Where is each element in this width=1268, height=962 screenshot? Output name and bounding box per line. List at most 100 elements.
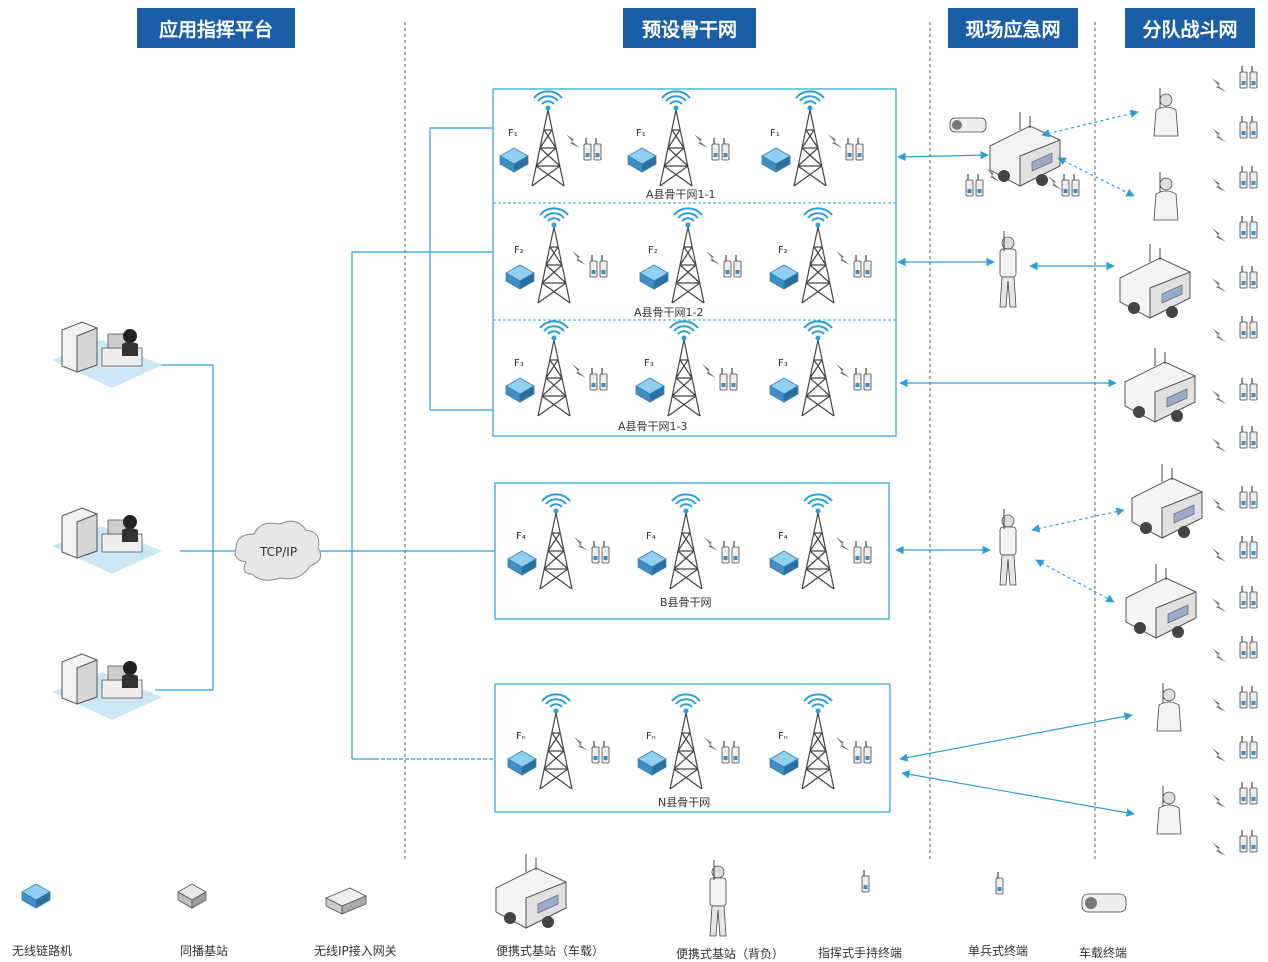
frequency-label: F₄: [646, 531, 656, 542]
squad-van-3: [1131, 463, 1203, 539]
wireless-link-device: [627, 147, 657, 173]
signal-bolt-icon: [694, 134, 708, 148]
squad-person-2: [1153, 171, 1179, 221]
base-station-tower: [801, 493, 835, 590]
wireless-link-device: [637, 750, 667, 776]
legend-icon-ip-gateway: [325, 887, 367, 915]
wireless-link-device: [505, 377, 535, 403]
squad-radio-pair: [1240, 426, 1257, 448]
base-station-tower: [659, 90, 693, 187]
squad-radio-pair: [1240, 830, 1257, 852]
box-n-county: [494, 683, 891, 813]
legend-portable-vehicle: 便携式基站（车载）: [496, 944, 605, 958]
handheld-radio-pair: [722, 741, 739, 763]
legend-icon-wireless-link: [21, 883, 51, 909]
squad-radio-pair: [1240, 536, 1257, 558]
squad-person-4: [1156, 785, 1182, 835]
signal-bolt-icon: [836, 251, 850, 265]
header-platform: 应用指挥平台: [137, 8, 295, 48]
squad-bolt-icon: [1212, 698, 1226, 712]
frequency-label: F₄: [778, 531, 788, 542]
squad-bolt-icon: [1212, 278, 1226, 292]
workstation-2: [51, 507, 163, 575]
signal-bolt-icon: [574, 737, 588, 751]
wireless-link-device: [635, 377, 665, 403]
wireless-link-device: [769, 750, 799, 776]
handheld-radio-pair: [854, 541, 871, 563]
wireless-link-device: [499, 147, 529, 173]
squad-radio-pair: [1240, 116, 1257, 138]
handheld-radio-pair: [592, 741, 609, 763]
signal-bolt-icon: [836, 364, 850, 378]
signal-bolt-icon: [574, 537, 588, 551]
handheld-radio-pair: [584, 138, 601, 160]
wireless-link-device: [769, 377, 799, 403]
squad-bolt-icon: [1212, 390, 1226, 404]
wireless-link-device: [639, 264, 669, 290]
legend-ip-gateway: 无线IP接入网关: [314, 944, 397, 958]
frequency-label: F₁: [770, 128, 780, 139]
squad-radio-pair: [1240, 736, 1257, 758]
squad-person-1: [1153, 87, 1179, 137]
signal-bolt-icon: [836, 537, 850, 551]
legend-portable-backpack: 便携式基站（背负）: [676, 947, 785, 961]
frequency-label: F₄: [516, 531, 526, 542]
wireless-link-device: [505, 264, 535, 290]
legend-icon-portable-vehicle: [495, 853, 567, 929]
wireless-link-device: [761, 147, 791, 173]
frequency-label: F₃: [644, 358, 654, 369]
legend-icon-portable-backpack: [709, 859, 727, 937]
handheld-radio-pair: [712, 138, 729, 160]
handheld-radio-pair: [722, 541, 739, 563]
squad-bolt-icon: [1212, 598, 1226, 612]
signal-bolt-icon: [828, 134, 842, 148]
onsite-van: [989, 111, 1061, 187]
squad-bolt-icon: [1212, 498, 1226, 512]
base-station-tower: [537, 207, 571, 304]
base-station-tower: [669, 493, 703, 590]
squad-bolt-icon: [1212, 128, 1226, 142]
net-label-n: N县骨干网: [658, 796, 711, 809]
frequency-label: F₃: [778, 358, 788, 369]
base-station-tower: [801, 320, 835, 417]
base-station-tower: [793, 90, 827, 187]
base-station-tower: [801, 693, 835, 790]
base-station-tower: [537, 320, 571, 417]
squad-radio-pair: [1240, 686, 1257, 708]
squad-radio-pair: [1240, 636, 1257, 658]
signal-bolt-icon: [836, 737, 850, 751]
squad-radio-pair: [1240, 782, 1257, 804]
wireless-link-device: [507, 750, 537, 776]
wireless-link-device: [637, 550, 667, 576]
onsite-radio-pair-1: [966, 174, 983, 196]
handheld-radio-pair: [854, 368, 871, 390]
handheld-radio-pair: [854, 255, 871, 277]
handheld-radio-pair: [590, 255, 607, 277]
legend-wireless-link: 无线链路机: [12, 944, 73, 958]
tcpip-cloud: [234, 520, 322, 581]
onsite-radio-pair-2: [1062, 174, 1079, 196]
squad-bolt-icon: [1212, 178, 1226, 192]
wireless-link-device: [507, 550, 537, 576]
box-a-county: [492, 88, 897, 437]
squad-van-2: [1124, 347, 1196, 423]
handheld-radio-pair: [592, 541, 609, 563]
squad-van-4: [1125, 563, 1197, 639]
squad-bolt-icon: [1212, 228, 1226, 242]
wireless-link-device: [769, 550, 799, 576]
frequency-label: F₁: [508, 128, 518, 139]
frequency-label: F₁: [636, 128, 646, 139]
workstation-1: [51, 321, 163, 389]
legend-icon-soldier-terminal: [995, 871, 1004, 895]
cloud-label: TCP/IP: [260, 545, 298, 559]
legend-simulcast-bs: 同播基站: [180, 944, 229, 958]
squad-bolt-icon: [1212, 328, 1226, 342]
squad-radio-pair: [1240, 316, 1257, 338]
base-station-tower: [667, 320, 701, 417]
frequency-label: Fₙ: [646, 731, 656, 742]
signal-bolt-icon: [704, 537, 718, 551]
signal-bolt-icon: [702, 364, 716, 378]
handheld-radio-pair: [846, 138, 863, 160]
squad-van-1: [1119, 243, 1191, 319]
base-station-tower: [669, 693, 703, 790]
